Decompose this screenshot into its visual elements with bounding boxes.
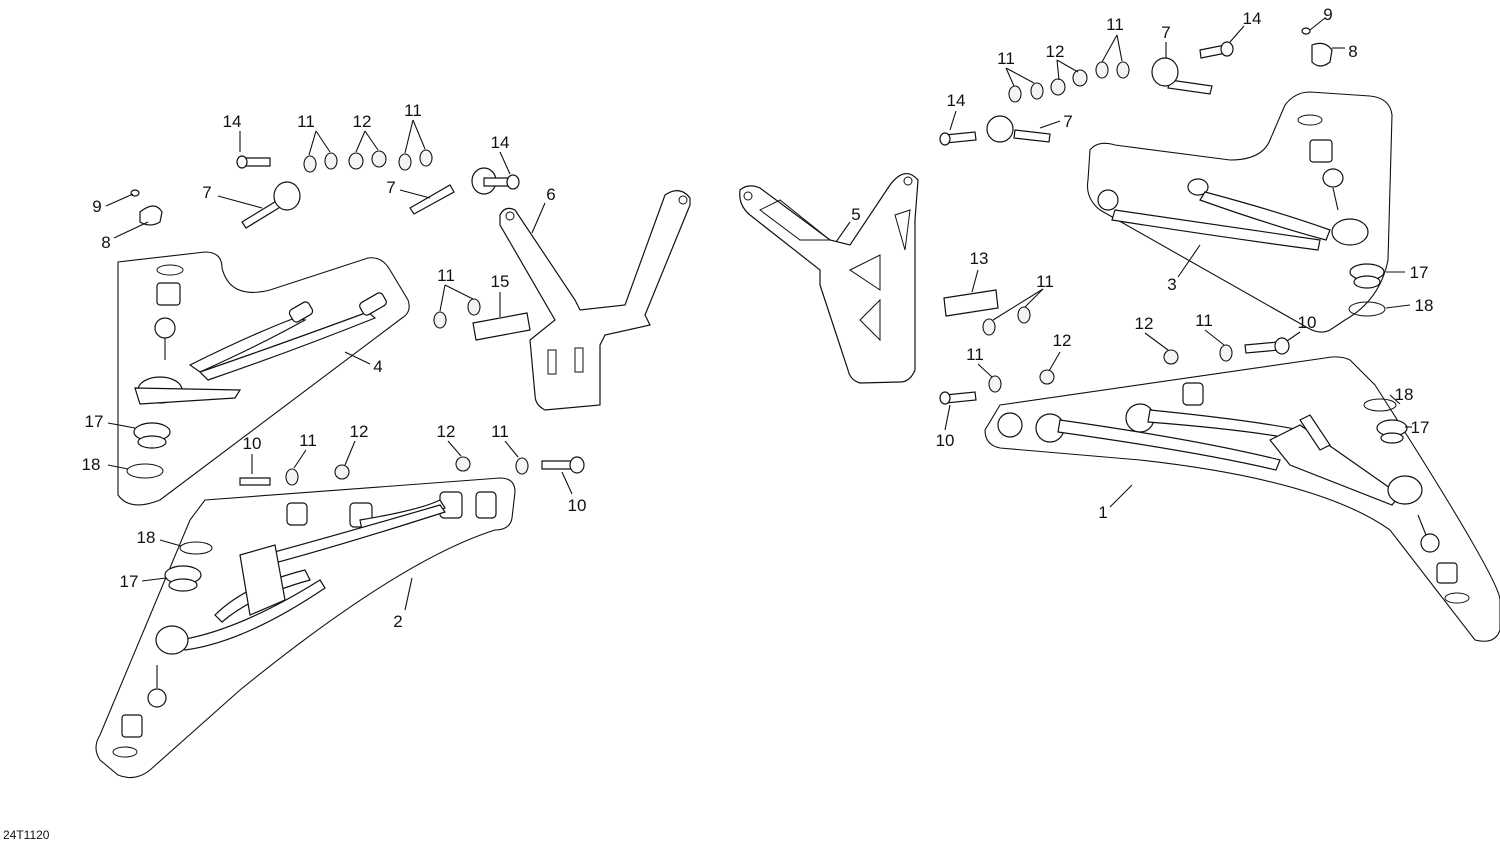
callout-11: 11 — [404, 101, 422, 120]
callout-9: 9 — [92, 197, 101, 216]
callout-11: 11 — [1106, 15, 1124, 34]
callout-14: 14 — [223, 112, 242, 131]
callout-4: 4 — [373, 357, 382, 376]
callout-1: 1 — [1098, 503, 1107, 522]
callout-labels: 1 2 3 4 5 6 7 7 7 7 8 8 9 9 10 10 10 10 … — [82, 5, 1434, 631]
callout-18: 18 — [137, 528, 156, 547]
callout-7: 7 — [1161, 23, 1170, 42]
callout-10: 10 — [936, 431, 955, 450]
callout-12: 12 — [1046, 42, 1065, 61]
callout-8: 8 — [101, 233, 110, 252]
leader-lines — [105, 17, 1412, 611]
callout-12: 12 — [353, 112, 372, 131]
callout-17: 17 — [1411, 418, 1430, 437]
bracket-6 — [499, 190, 691, 411]
callout-8: 8 — [1348, 42, 1357, 61]
callout-10: 10 — [243, 434, 262, 453]
callout-12: 12 — [1135, 314, 1154, 333]
callout-11: 11 — [1195, 311, 1213, 330]
callout-2: 2 — [393, 612, 402, 631]
callout-14: 14 — [947, 91, 966, 110]
callout-10: 10 — [1298, 313, 1317, 332]
right-upper-a-arm-group — [1086, 91, 1393, 333]
callout-13: 13 — [970, 249, 989, 268]
left-hardware — [130, 149, 585, 486]
callout-15: 15 — [491, 272, 510, 291]
right-hardware — [939, 27, 1333, 405]
callout-9: 9 — [1323, 5, 1332, 24]
callout-18: 18 — [1395, 385, 1414, 404]
callout-17: 17 — [120, 572, 139, 591]
callout-11: 11 — [997, 49, 1015, 68]
callout-7: 7 — [1063, 112, 1072, 131]
callout-6: 6 — [546, 185, 555, 204]
callout-17: 17 — [1410, 263, 1429, 282]
callout-5: 5 — [851, 205, 860, 224]
callout-11: 11 — [1036, 272, 1054, 291]
right-lower-a-arm-group — [984, 356, 1500, 642]
callout-12: 12 — [437, 422, 456, 441]
callout-14: 14 — [1243, 9, 1262, 28]
callout-14: 14 — [491, 133, 510, 152]
callout-12: 12 — [1053, 331, 1072, 350]
callout-3: 3 — [1167, 275, 1176, 294]
diagram-code: 24T1120 — [3, 828, 50, 842]
callout-11: 11 — [299, 431, 317, 450]
callout-11: 11 — [966, 345, 984, 364]
callout-7: 7 — [386, 178, 395, 197]
callout-18: 18 — [82, 455, 101, 474]
callout-11: 11 — [491, 422, 509, 441]
callout-7: 7 — [202, 183, 211, 202]
bracket-5 — [739, 173, 919, 384]
left-upper-a-arm-group — [117, 251, 410, 506]
callout-11: 11 — [297, 112, 315, 131]
callout-18: 18 — [1415, 296, 1434, 315]
callout-17: 17 — [85, 412, 104, 431]
callout-12: 12 — [350, 422, 369, 441]
left-lower-a-arm-group — [95, 477, 516, 779]
callout-11: 11 — [437, 266, 455, 285]
callout-10: 10 — [568, 496, 587, 515]
